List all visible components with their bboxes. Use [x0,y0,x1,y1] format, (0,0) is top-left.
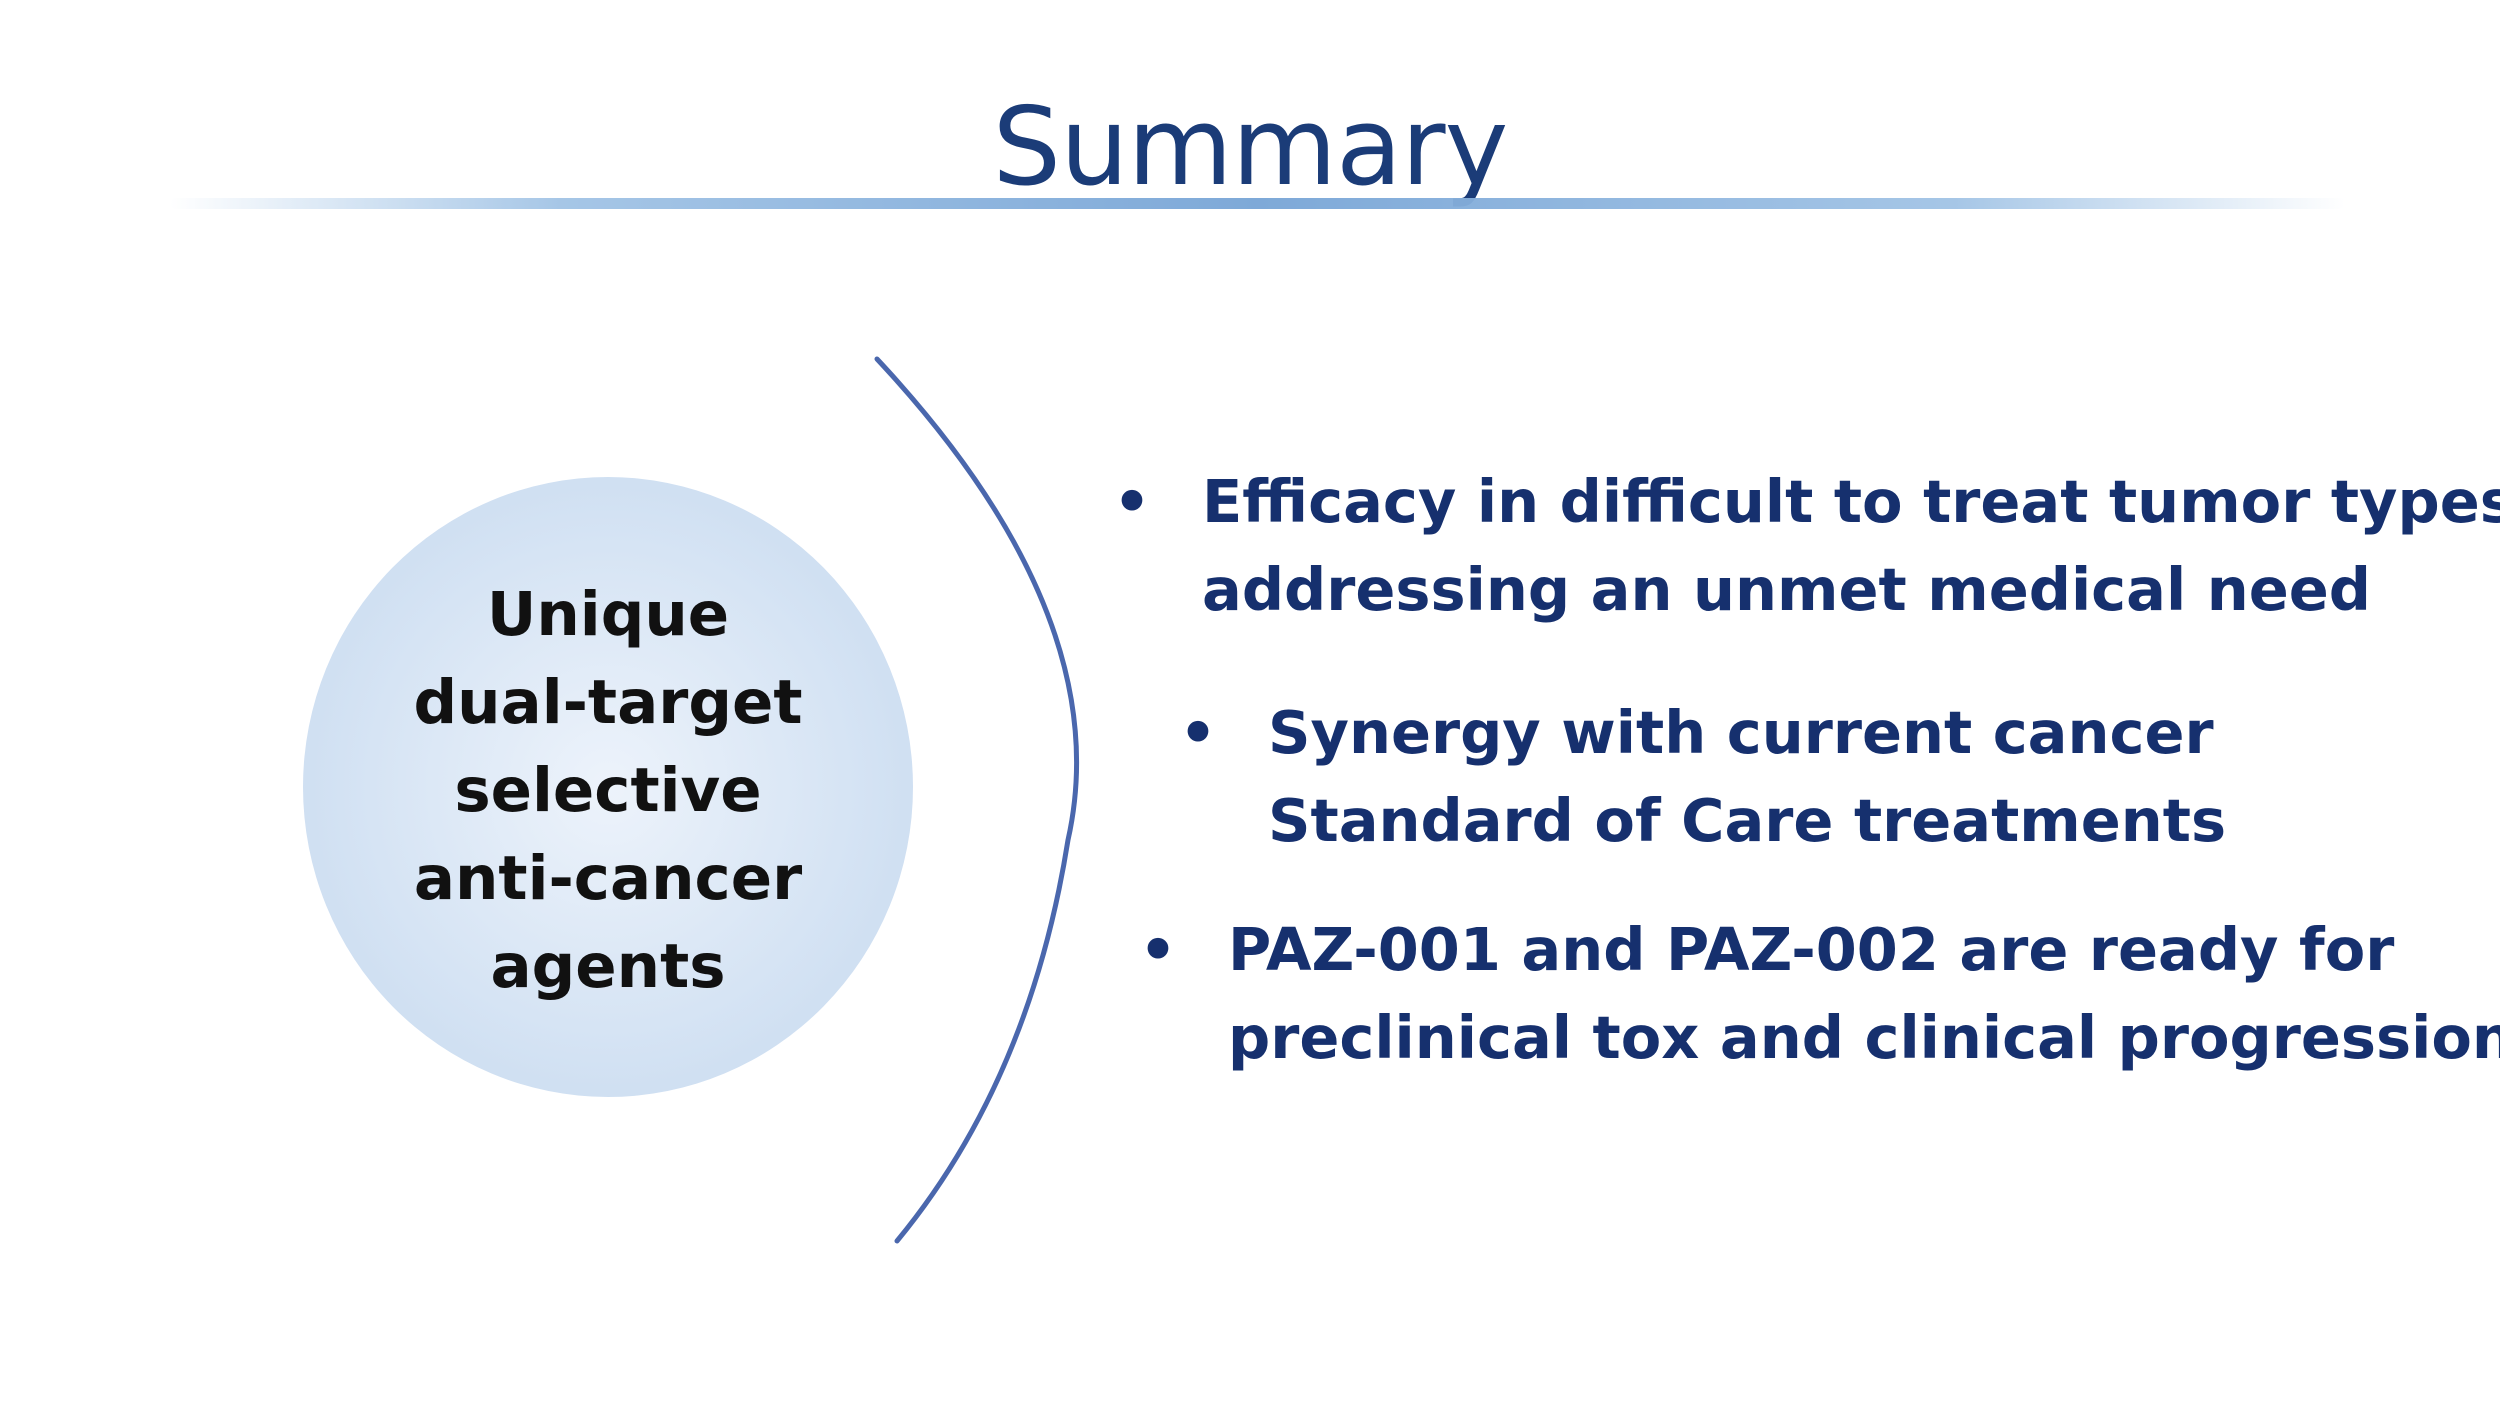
circle-line: anti-cancer [413,843,803,914]
arc-curve [874,356,1080,1244]
title-underline [170,198,2345,209]
circle-text: Unique dual-target selective anti-cancer… [398,571,818,1011]
bullet-line: PAZ-001 and PAZ-002 are ready for [1228,915,2395,984]
bullet-marker: • [1179,698,1217,767]
bullet-marker: • [1139,915,1177,984]
slide-title: Summary [992,85,1509,210]
bullet-line: addressing an unmet medical need [1202,555,2371,624]
bullet-line: Standard of Care treatments [1268,786,2227,855]
bullet-marker: • [1113,467,1151,536]
bullet-text: PAZ-001 and PAZ-002 are ready for precli… [1228,906,2500,1082]
bullet-text: Synergy with current cancer Standard of … [1268,689,2226,865]
circle-line: Unique [486,579,730,650]
summary-circle: Unique dual-target selective anti-cancer… [303,477,913,1097]
circle-line: selective [454,755,762,826]
bullet-text: Efficacy in difficult to treat tumor typ… [1202,458,2500,634]
bullet-line: Efficacy in difficult to treat tumor typ… [1202,467,2500,536]
bullet-line: preclinical tox and clinical progression [1228,1003,2500,1072]
circle-line: dual-target [413,667,803,738]
bullet-line: Synergy with current cancer [1268,698,2214,767]
circle-line: agents [490,931,726,1002]
